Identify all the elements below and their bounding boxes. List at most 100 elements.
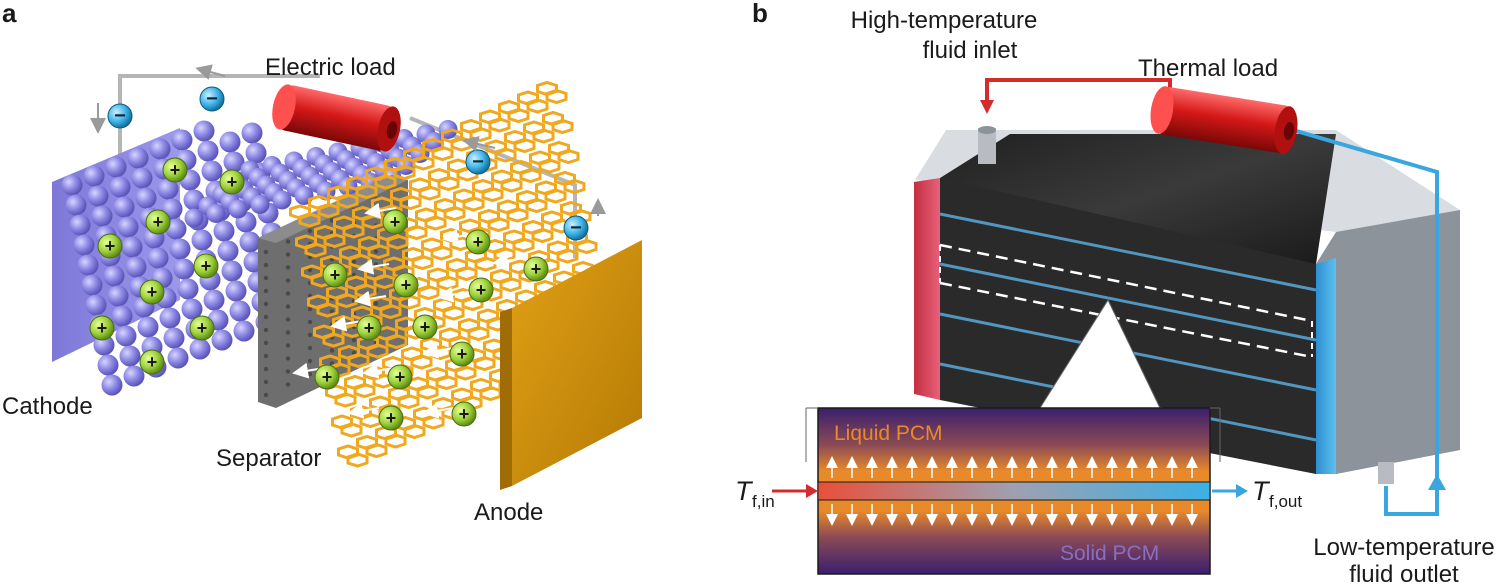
graphite-cell xyxy=(525,197,548,214)
lithium-ion: + xyxy=(465,229,491,255)
electron-direction-arrow xyxy=(195,64,226,80)
highlighted-channel xyxy=(939,243,1313,359)
pcm-inset: Liquid PCM Solid PCM xyxy=(805,407,1221,575)
electric-load-label: Electric load xyxy=(265,54,396,81)
separator-pore xyxy=(307,371,313,377)
separator-pore xyxy=(263,262,269,268)
ion-arrow xyxy=(364,202,397,219)
graphite-cell xyxy=(467,325,490,342)
graphite-cell xyxy=(365,442,388,459)
electrons: −−−− xyxy=(107,86,589,241)
cathode-particle xyxy=(228,199,248,219)
thermal-load-label: Thermal load xyxy=(1138,55,1278,82)
casing-side xyxy=(1316,210,1460,474)
ion-arrow xyxy=(357,258,390,275)
graphite-cell xyxy=(526,98,549,114)
separator-pore xyxy=(263,392,269,398)
cathode-particle xyxy=(101,374,123,396)
electron-minus-sign: − xyxy=(570,217,582,239)
outlet-label-line2: fluid outlet xyxy=(1349,561,1459,586)
ion-plus-sign: + xyxy=(457,344,468,364)
separator-pore xyxy=(263,275,269,281)
separator-pore xyxy=(329,309,335,314)
cathode-particle xyxy=(65,194,87,216)
cathode-particle xyxy=(197,140,219,162)
inlet-label-line2: fluid inlet xyxy=(923,37,1018,64)
cathode-particle xyxy=(250,195,270,214)
lithium-ion: + xyxy=(468,277,494,303)
cathode-particle xyxy=(233,320,255,342)
cathode-particle xyxy=(193,120,215,142)
graphite-cell xyxy=(500,177,523,193)
graphite-cell xyxy=(519,167,542,184)
panel-b-letter: b xyxy=(752,0,768,28)
ion-arrow xyxy=(292,408,325,425)
cathode-particle xyxy=(97,354,119,376)
cathode-particle xyxy=(111,305,133,327)
graphite-cell xyxy=(386,234,409,250)
ion-arrow xyxy=(422,402,455,419)
separator-pore xyxy=(263,249,269,255)
cathode-particle xyxy=(241,122,263,144)
inlet-manifold xyxy=(914,178,940,400)
cathode-particle xyxy=(181,298,203,320)
outlet-arrow xyxy=(1428,474,1446,490)
separator-pore xyxy=(263,379,269,385)
graphite-cell xyxy=(551,118,574,135)
lithium-ion: + xyxy=(451,401,477,427)
separator-pore xyxy=(307,267,313,273)
graphite-cell xyxy=(379,303,402,320)
casing xyxy=(915,130,1460,474)
cathode-particle xyxy=(424,132,444,151)
separator-label: Separator xyxy=(216,445,321,472)
graphite-cell xyxy=(513,137,536,154)
cathode-particle xyxy=(173,258,195,280)
graphite-cell xyxy=(405,224,428,241)
cathode-particle xyxy=(127,147,149,169)
lithium-ion: + xyxy=(139,349,165,375)
graphite-cell xyxy=(416,384,439,400)
t-out-subscript: f,out xyxy=(1269,492,1302,511)
anode-plate xyxy=(512,240,642,486)
electron-minus-sign: − xyxy=(472,151,484,173)
separator-pore xyxy=(307,228,313,234)
ion-plus-sign: + xyxy=(201,256,212,276)
cathode-particle xyxy=(147,247,169,269)
separator-pore xyxy=(307,319,313,325)
graphite-cell xyxy=(412,155,435,171)
lithium-ion: + xyxy=(193,253,219,279)
separator-pore xyxy=(263,314,269,320)
separator-pore xyxy=(263,366,269,372)
separator-pore xyxy=(285,369,291,374)
graphite-cell xyxy=(494,147,517,163)
fluid-channel xyxy=(817,481,1211,501)
graphite-cell xyxy=(556,248,579,264)
graphite-cell xyxy=(403,423,426,440)
ion-plus-sign: + xyxy=(147,282,158,302)
t-in-subscript: f,in xyxy=(752,492,775,511)
ion-arrow xyxy=(437,286,470,303)
separator-pore xyxy=(263,353,269,359)
inlet-pipe xyxy=(978,128,996,164)
cathode-particle xyxy=(149,138,171,160)
electron: − xyxy=(199,86,225,112)
graphite-cell xyxy=(499,276,522,293)
panel-a: a ++++++++++++++++++++++ Electric load −… xyxy=(2,0,642,526)
graphite-cell xyxy=(342,223,365,239)
graphite-cell xyxy=(336,193,359,209)
ion-plus-sign: + xyxy=(531,259,542,279)
cathode-particle xyxy=(85,294,107,316)
graphite-cell xyxy=(531,227,554,244)
lithium-ion: + xyxy=(314,364,340,390)
lithium-ion: + xyxy=(382,209,408,235)
cathode-particle xyxy=(125,256,147,278)
graphite-cell xyxy=(545,88,568,105)
separator-pore xyxy=(307,332,313,338)
graphite-cell xyxy=(399,194,422,211)
ion-plus-sign: + xyxy=(390,212,401,232)
cold-fluid-line xyxy=(1285,126,1439,516)
separator-pore xyxy=(285,291,291,296)
cathode-particle xyxy=(221,260,243,282)
separator-pore xyxy=(285,252,291,257)
lithium-ions: ++++++++++++++++++++++ xyxy=(89,157,549,431)
